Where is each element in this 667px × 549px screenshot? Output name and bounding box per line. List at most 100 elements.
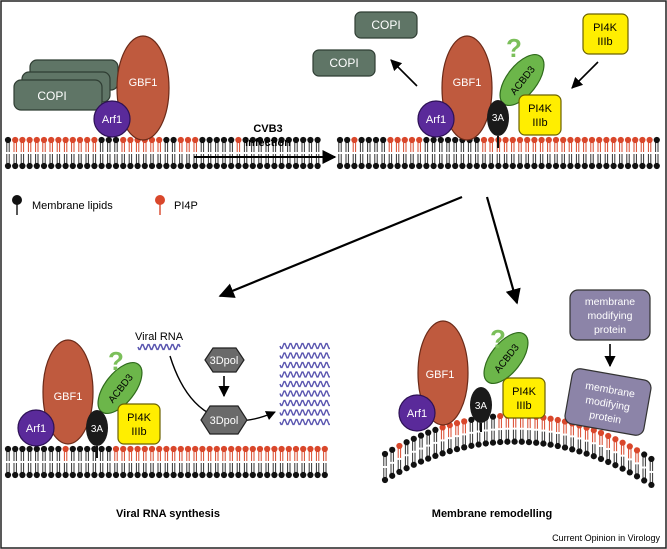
lipid-head [372, 136, 380, 144]
pi4p-head [220, 445, 228, 453]
lipid-head [540, 440, 547, 447]
pi4p-head [612, 436, 619, 443]
lipid-head [134, 471, 141, 479]
pi4p-head [192, 445, 199, 453]
pi4p-head [545, 136, 552, 144]
lipid-head [473, 136, 480, 144]
pi4p-head [120, 445, 127, 453]
lipid-head [489, 439, 497, 446]
pi4p-head [127, 136, 134, 144]
mmp-free-line3: protein [594, 324, 626, 336]
lipid-head [307, 471, 314, 479]
lipid-head [588, 162, 596, 170]
lipid-head [285, 136, 292, 144]
lipid-head [112, 471, 120, 479]
cvb3-label-line1: CVB3 [253, 123, 282, 135]
dpol-label-bottom: 3Dpol [210, 415, 239, 427]
lipid-head [206, 162, 213, 170]
viral-rna-copy [279, 361, 330, 369]
lipid-head [410, 435, 417, 442]
lipid-head [459, 162, 466, 170]
pi4p-head [610, 136, 617, 144]
lipid-head [387, 162, 394, 170]
arf1-label-br: Arf1 [407, 408, 427, 420]
pi4p-head [552, 136, 560, 144]
copi-box-tr2 [312, 49, 376, 77]
lipid-head [495, 162, 502, 170]
lipid-head [351, 162, 358, 170]
three-a-bl [86, 410, 108, 446]
lipid-head [220, 162, 228, 170]
lipid-head [105, 136, 112, 144]
lipid-head [199, 471, 206, 479]
lipid-head [40, 162, 48, 170]
lipid-head [504, 438, 511, 445]
viral-rna-copy [279, 380, 330, 388]
pi4p-head [184, 445, 192, 453]
mmp-free-line2: modifying [588, 310, 633, 322]
lipid-head [444, 162, 452, 170]
lipid-head [518, 438, 525, 445]
lipid-head [120, 471, 127, 479]
mmp-free [569, 289, 651, 341]
pi4p-head [524, 136, 531, 144]
lipid-head [336, 162, 344, 170]
lipid-head [206, 471, 213, 479]
membrane-top-right [336, 136, 660, 170]
lipid-head [403, 439, 410, 446]
lipid-head [76, 471, 84, 479]
lipid-head [292, 471, 300, 479]
lipid-head [605, 458, 612, 466]
viral-rna-copy [279, 418, 330, 426]
lipid-head [163, 162, 170, 170]
gbf1-label-bl: GBF1 [54, 391, 83, 403]
lipid-head [220, 471, 228, 479]
lipid-head [432, 452, 439, 459]
pi4p-head [62, 445, 69, 453]
pi4p-head [242, 445, 249, 453]
pi4p-head [48, 136, 55, 144]
lipid-head [33, 162, 40, 170]
lipid-head [452, 136, 459, 144]
lipid-head [437, 136, 444, 144]
pi4p-head [127, 445, 134, 453]
lipid-head [516, 162, 524, 170]
viral-rna-copies [279, 342, 330, 426]
pi4p-head [605, 432, 612, 440]
gbf1-bl [42, 339, 94, 445]
lipid-head [648, 481, 655, 489]
lipid-head [55, 162, 62, 170]
lipid-head [314, 136, 321, 144]
lipid-head [576, 448, 583, 455]
lipid-head [509, 162, 516, 170]
lipid-head [235, 471, 242, 479]
lipid-head [603, 162, 610, 170]
pi4p-head [235, 445, 242, 453]
pi4p-head [351, 136, 358, 144]
pi4p-head [170, 445, 177, 453]
lipid-head [446, 448, 453, 455]
legend-pi4p-label: PI4P [174, 200, 198, 212]
lipid-head [617, 162, 624, 170]
lipid-head [581, 162, 588, 170]
pi4k-br-line1: PI4K [512, 386, 537, 398]
lipid-head [461, 444, 468, 451]
lipid-head [639, 162, 646, 170]
pi4p-head [554, 416, 561, 424]
lipid-head [213, 471, 220, 479]
pi4p-head [626, 443, 633, 450]
lipid-head [380, 136, 387, 144]
lipid-head [285, 162, 292, 170]
pi4p-head [76, 136, 84, 144]
pi4k-tr-free-line1: PI4K [593, 22, 618, 34]
lipid-head [314, 162, 321, 170]
lipid-head [105, 162, 112, 170]
lipid-head [372, 162, 380, 170]
arf1-tl [93, 100, 131, 138]
arf1-tr [417, 100, 455, 138]
pi4p-head [278, 445, 285, 453]
legend-lipids-label: Membrane lipids [32, 200, 113, 212]
pi4p-head [588, 136, 596, 144]
lipid-head [105, 471, 112, 479]
pi4p-head [639, 136, 646, 144]
